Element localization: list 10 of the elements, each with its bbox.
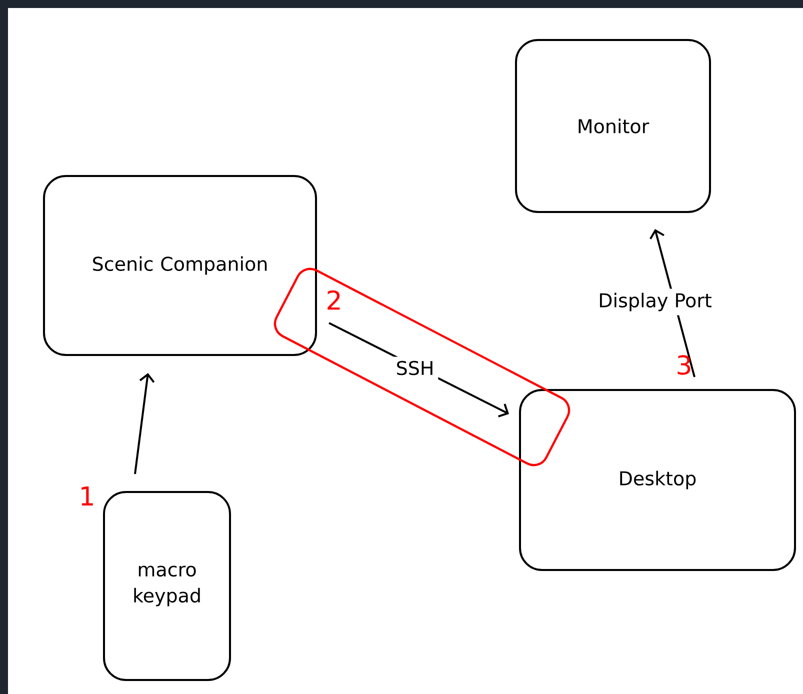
edge-label: Display Port <box>594 288 716 316</box>
edge-label: SSH <box>392 356 438 380</box>
callout-number: 2 <box>328 290 340 310</box>
device-box: Desktop <box>519 389 796 571</box>
device-box: macro keypad <box>103 491 231 681</box>
device-box: Monitor <box>515 39 711 213</box>
arrow <box>134 373 155 474</box>
device-box: Scenic Companion <box>43 175 317 356</box>
callout-number: 3 <box>678 355 690 375</box>
callout-number: 1 <box>82 486 93 506</box>
